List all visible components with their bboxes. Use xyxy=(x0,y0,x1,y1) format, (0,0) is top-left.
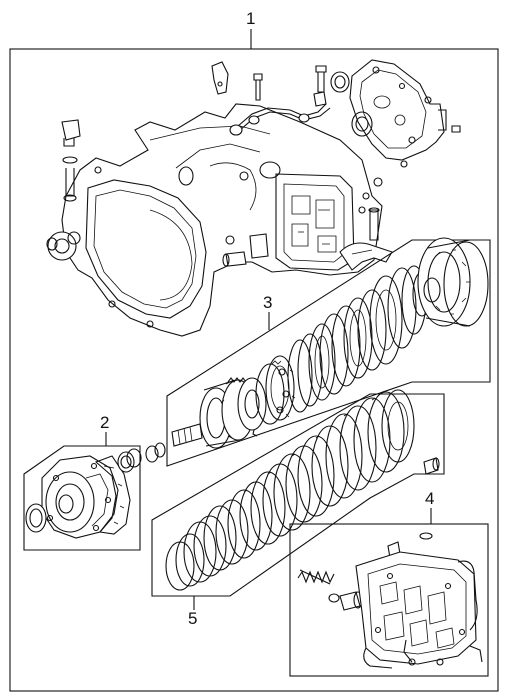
friction-plates-group: 5 xyxy=(151,389,445,628)
transmission-housing xyxy=(46,103,383,337)
callout-3-label: 3 xyxy=(263,293,272,312)
speed-sensor-part xyxy=(61,119,81,202)
callout-4-label: 4 xyxy=(425,489,434,508)
valve-body-frame xyxy=(289,523,489,677)
callout-1-label: 1 xyxy=(246,9,255,28)
outer-kit-frame xyxy=(9,48,499,692)
top-bracket-parts xyxy=(211,61,350,136)
extension-housing xyxy=(349,59,461,200)
oil-pump-frame xyxy=(23,445,141,551)
shift-lever-part xyxy=(339,207,393,271)
oil-pump-group: 2 xyxy=(23,413,166,551)
valve-body-group: 4 xyxy=(289,489,489,677)
friction-plates-frame xyxy=(151,393,445,597)
clutch-assembly-group: 3 xyxy=(166,237,491,467)
callout-5-label: 5 xyxy=(188,609,197,628)
clutch-assembly-frame xyxy=(166,239,491,467)
callout-2-label: 2 xyxy=(100,413,109,432)
